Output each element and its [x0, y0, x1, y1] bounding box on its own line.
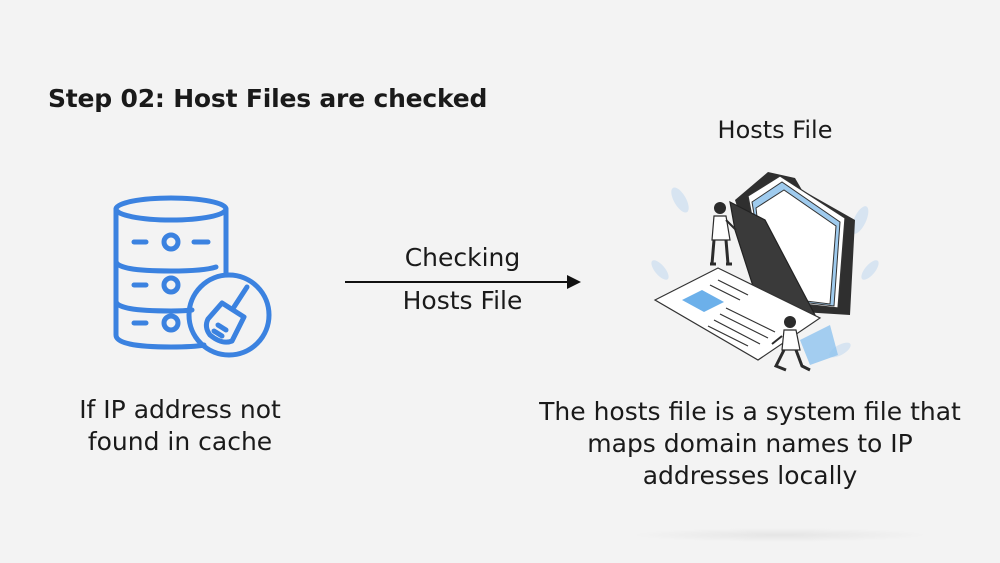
right-caption: The hosts file is a system file that map… — [539, 397, 961, 490]
database-clean-icon — [113, 195, 272, 358]
arrow-label-top: Checking — [404, 243, 521, 272]
step-title: Step 02: Host Files are checked — [48, 84, 488, 113]
hosts-file-heading: Hosts File — [717, 116, 833, 144]
right-arrow-icon — [345, 275, 581, 289]
left-caption: If IP address not found in cache — [79, 395, 281, 456]
bottom-shadow — [630, 528, 930, 542]
hosts-file-folder-illustration — [651, 172, 879, 372]
arrow-label-bottom: Hosts File — [402, 286, 523, 315]
